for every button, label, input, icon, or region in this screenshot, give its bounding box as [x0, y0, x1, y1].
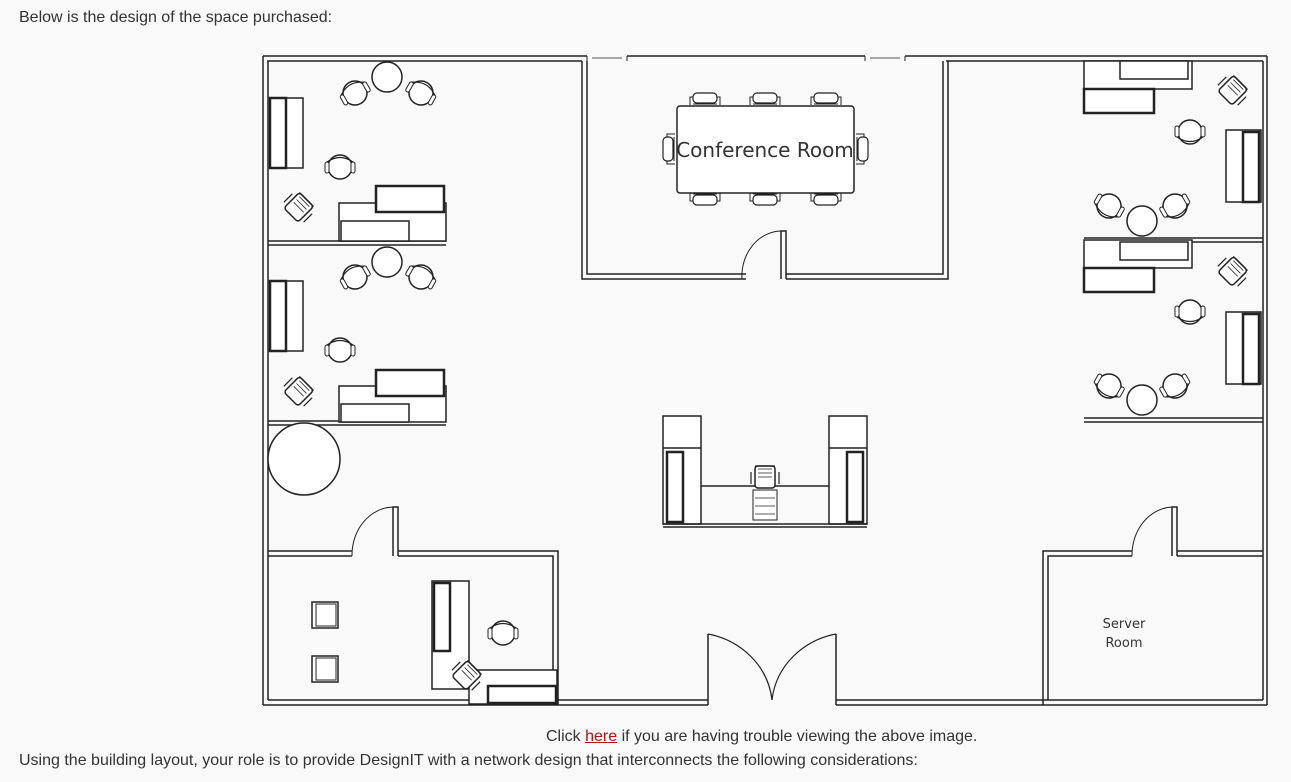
left-office-1 — [268, 61, 447, 246]
server-room: Server Room — [1042, 506, 1263, 705]
here-link[interactable]: here — [585, 728, 618, 745]
office-floor-plan: Conference Room — [262, 55, 1268, 706]
image-help-caption: Click here if you are having trouble vie… — [546, 728, 977, 746]
intro-text: Below is the design of the space purchas… — [19, 9, 333, 26]
right-office-1 — [1082, 60, 1263, 243]
conference-room: Conference Room — [581, 61, 949, 280]
instructions-text: Using the building layout, your role is … — [19, 752, 918, 769]
caption-text-after: if you are having trouble viewing the ab… — [617, 728, 978, 745]
conference-room-label: Conference Room — [676, 138, 854, 162]
left-office-2 — [268, 246, 447, 426]
right-office-2 — [1082, 239, 1263, 423]
caption-text-before: Click — [546, 728, 586, 745]
server-room-label-line2: Room — [1105, 636, 1142, 651]
main-entrance-doors — [707, 633, 837, 705]
bottom-left-office — [268, 506, 559, 705]
reception-desk — [662, 415, 868, 528]
server-room-label-line1: Server — [1103, 617, 1146, 632]
